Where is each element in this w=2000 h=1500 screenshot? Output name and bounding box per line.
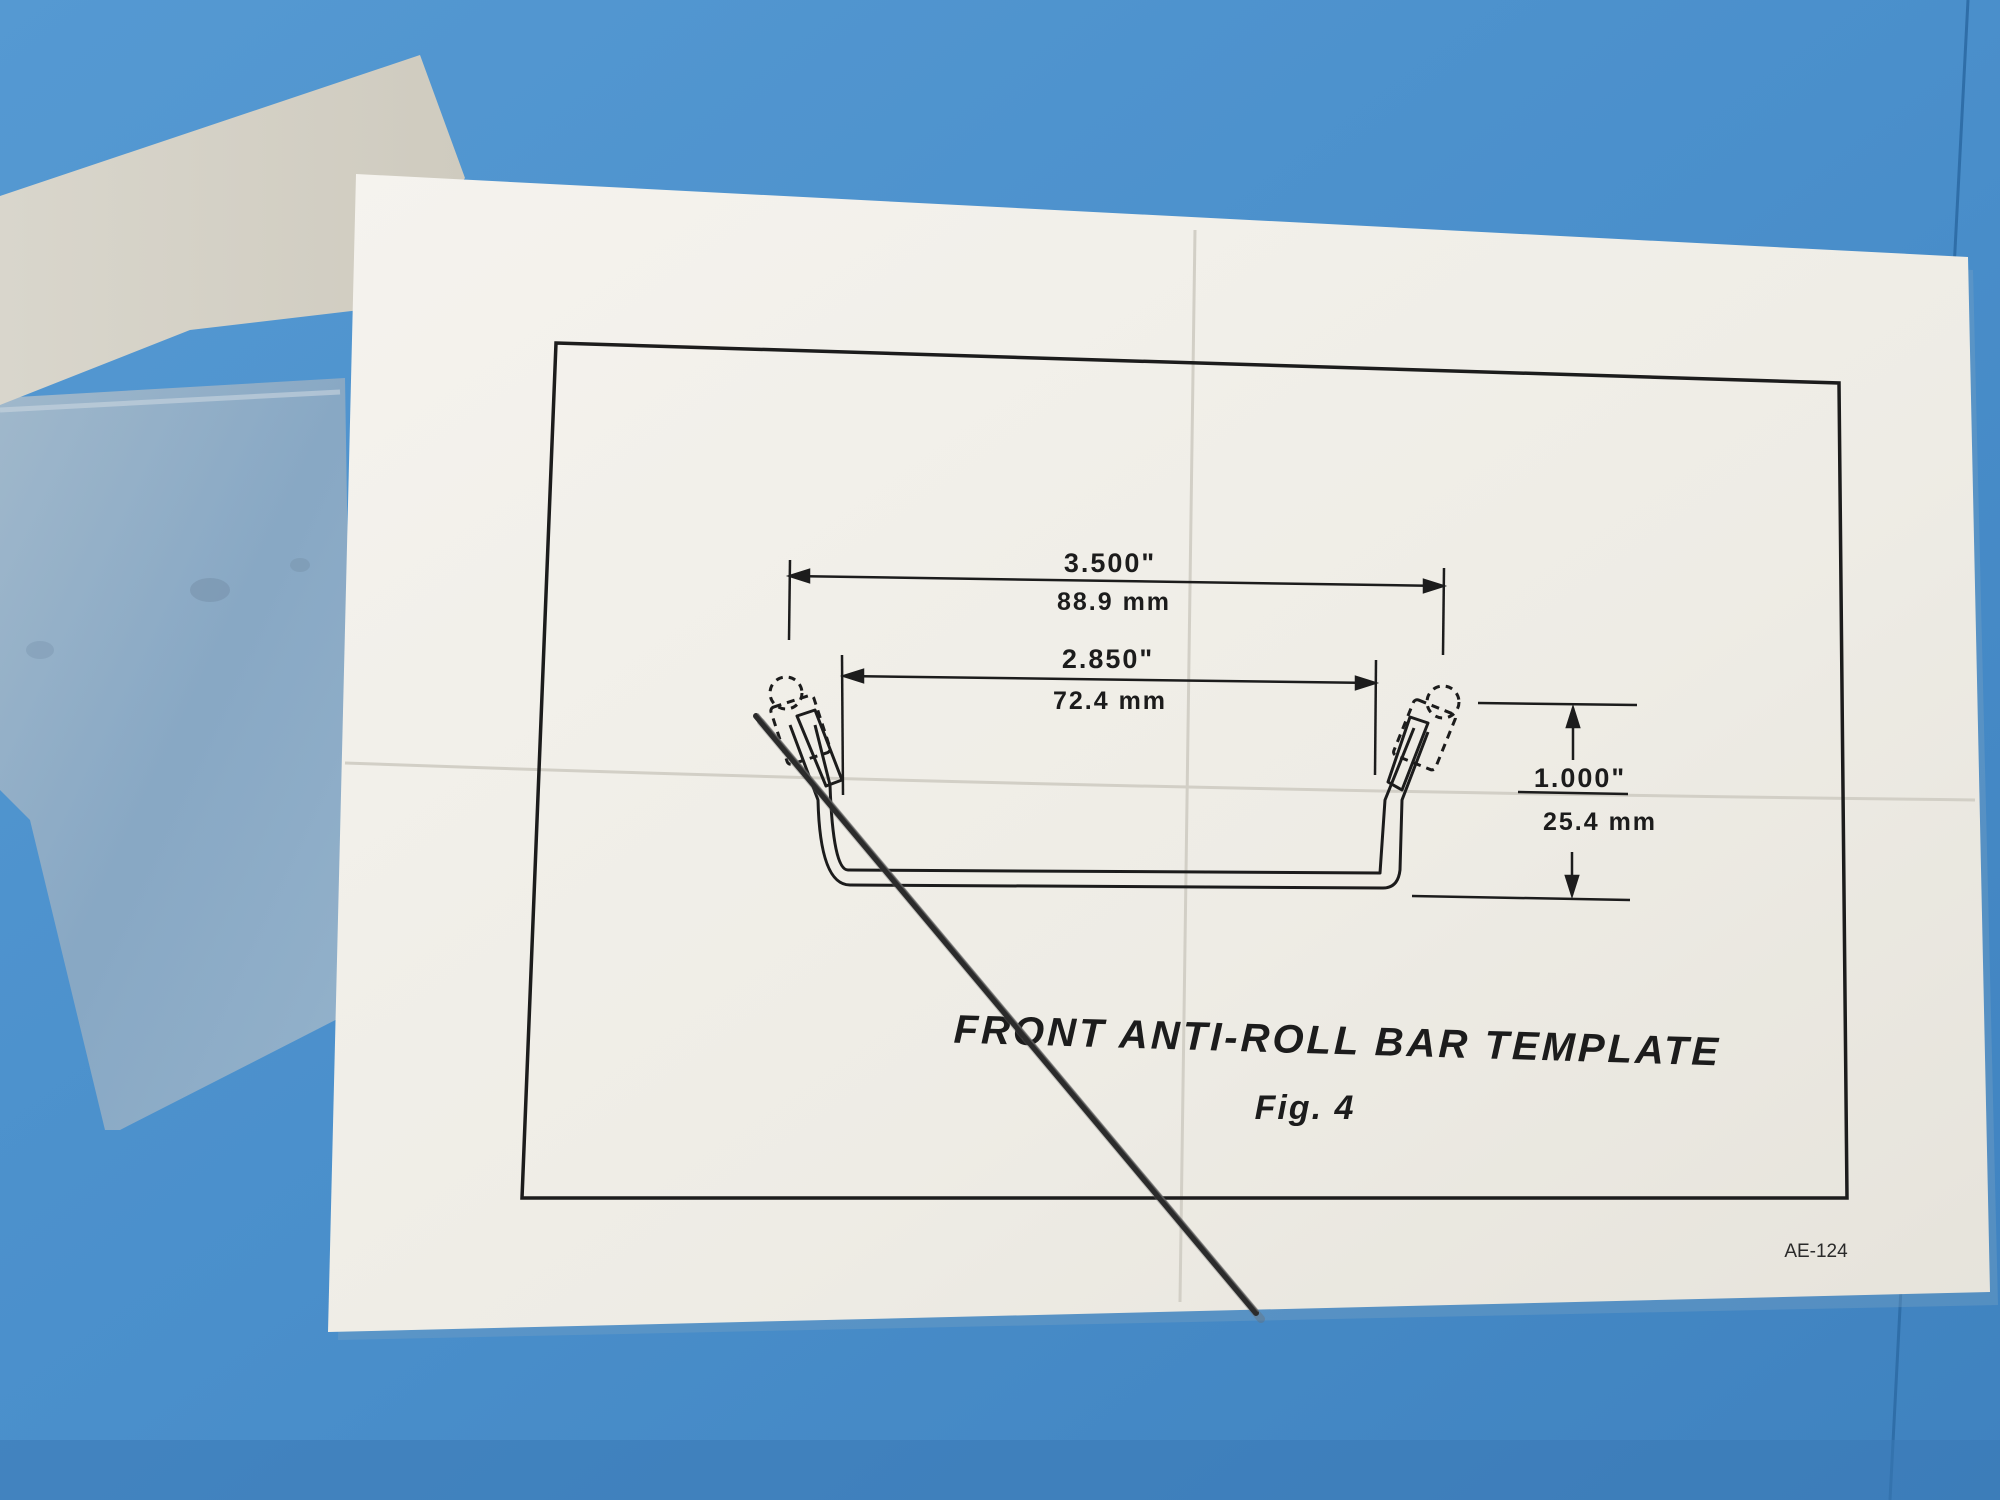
dimension-height-mm: 25.4 mm [1543, 808, 1657, 836]
figure-number: Fig. 4 [1255, 1089, 1356, 1127]
dimension-inner [839, 654, 1380, 796]
anti-roll-bar-drawing [768, 675, 1461, 890]
document-code: AE-124 [1784, 1241, 1848, 1262]
masking-tape [0, 55, 465, 405]
instruction-sheet [328, 174, 1998, 1340]
dimension-height [1411, 701, 1638, 902]
table-edge [0, 1440, 2000, 1500]
plastic-bag [0, 378, 355, 1130]
dimension-height-inches: 1.000" [1534, 763, 1626, 793]
dimension-outer-inches: 3.500" [1064, 548, 1156, 578]
dimension-inner-inches: 2.850" [1062, 644, 1154, 674]
dimension-outer [785, 559, 1448, 656]
steel-rod [753, 713, 1265, 1323]
dimension-outer-mm: 88.9 mm [1057, 588, 1171, 616]
dimension-inner-mm: 72.4 mm [1053, 687, 1167, 715]
template-frame [520, 341, 1849, 1200]
